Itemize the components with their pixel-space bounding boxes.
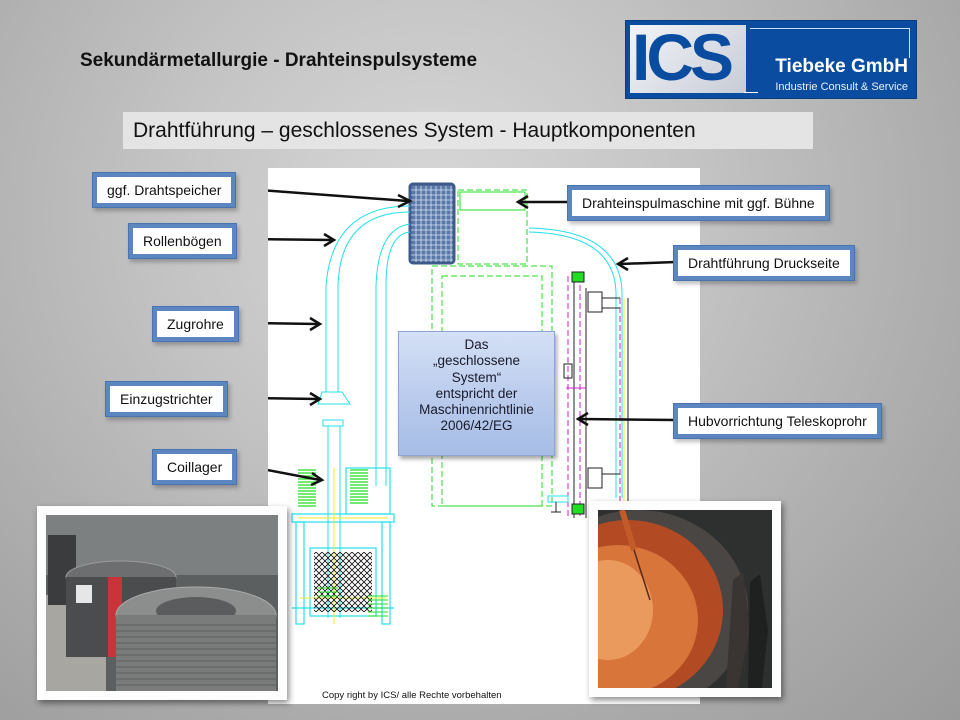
label-telescopic-lift: Hubvorrichtung Teleskoprohr: [674, 404, 881, 438]
label-text: Coillager: [167, 459, 223, 475]
cad-drawing-svg: [245, 182, 677, 625]
note-line: Maschinenrichtlinie: [419, 402, 534, 418]
label-wire-storage: ggf. Drahtspeicher: [92, 173, 236, 207]
label-text: Zugrohre: [167, 316, 224, 332]
logo-mark-text: ICS: [632, 20, 734, 94]
machinery-directive-note: Das „geschlossene System“ entspricht der…: [398, 331, 555, 456]
pointer-arrows: [245, 187, 677, 487]
ics-logo: ICS Tiebeke GmbH Industrie Consult & Ser…: [625, 20, 917, 99]
note-line: entspricht der: [435, 385, 518, 401]
note-line: Das: [464, 337, 489, 352]
label-text: Hubvorrichtung Teleskoprohr: [688, 413, 867, 429]
copyright-notice: Copy right by ICS/ alle Rechte vorbehalt…: [322, 690, 502, 701]
label-text: Drahteinspulmaschine mit ggf. Bühne: [582, 195, 815, 211]
slide-title: Sekundärmetallurgie - Drahteinspulsystem…: [80, 50, 478, 71]
logo-line: [909, 28, 910, 58]
note-line: System“: [451, 369, 502, 385]
label-text: ggf. Drahtspeicher: [107, 182, 222, 198]
logo-tagline: Industrie Consult & Service: [775, 81, 908, 93]
label-coil-storage: Coillager: [152, 450, 237, 484]
coil-storage-rack: [291, 467, 395, 625]
logo-company-name: Tiebeke GmbH: [775, 56, 908, 77]
label-text: Drahtführung Druckseite: [688, 255, 840, 271]
wire-coils-photo: [37, 506, 287, 700]
label-text: Einzugstrichter: [120, 391, 213, 407]
label-intake-funnel: Einzugstrichter: [106, 382, 227, 416]
ladle-image: [598, 510, 772, 688]
logo-line: [750, 28, 909, 29]
telescopic-lift-device: [547, 271, 629, 518]
molten-steel-ladle-photo: [589, 501, 781, 697]
slide-subtitle: Drahtführung – geschlossenes System - Ha…: [123, 112, 813, 149]
logo-line: [744, 92, 758, 93]
label-pull-tubes: Zugrohre: [153, 307, 238, 341]
label-wire-feeder: Drahteinspulmaschine mit ggf. Bühne: [568, 186, 829, 220]
wire-coils-image: [46, 515, 278, 691]
cad-drawing: [245, 168, 700, 704]
label-roller-bends: Rollenbögen: [129, 224, 236, 258]
wire-storage-unit: [408, 182, 456, 265]
note-line: 2006/42/EG: [440, 418, 513, 434]
label-pressure-side-guide: Drahtführung Druckseite: [674, 246, 854, 280]
ics-logo-mark: ICS: [630, 20, 746, 94]
note-line: „geschlossene: [432, 353, 521, 369]
label-text: Rollenbögen: [143, 233, 222, 249]
